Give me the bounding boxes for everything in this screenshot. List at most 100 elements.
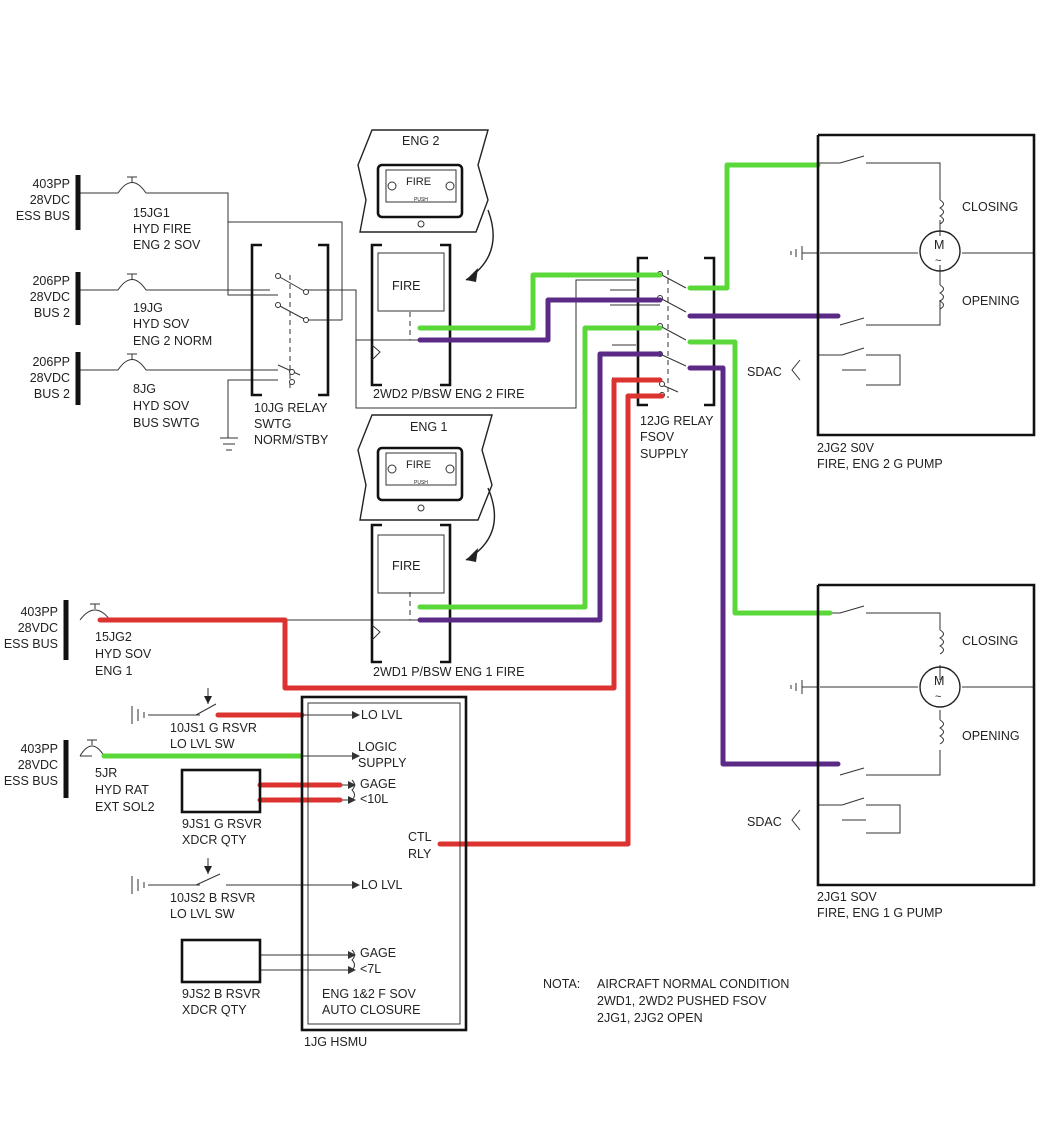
svg-text:SUPPLY: SUPPLY	[640, 447, 689, 461]
svg-text:EXT SOL2: EXT SOL2	[95, 800, 155, 814]
wire-red-2	[437, 393, 665, 847]
svg-text:FIRE: FIRE	[406, 176, 431, 188]
svg-text:1JG HSMU: 1JG HSMU	[304, 1035, 367, 1049]
svg-text:15JG2: 15JG2	[95, 630, 132, 644]
svg-text:28VDC: 28VDC	[30, 193, 70, 207]
svg-text:NOTA:: NOTA:	[543, 977, 580, 991]
svg-text:HYD SOV: HYD SOV	[133, 317, 190, 331]
svg-text:28VDC: 28VDC	[30, 371, 70, 385]
xdcr-9js2: 9JS2 B RSVR XDCR QTY	[180, 938, 262, 1017]
svg-text:19JG: 19JG	[133, 301, 163, 315]
svg-text:PUSH: PUSH	[414, 480, 428, 486]
bus-403pp-ess-3: 403PP 28VDC ESS BUS	[4, 742, 58, 788]
svg-text:<10L: <10L	[360, 792, 388, 806]
colored-wires	[97, 162, 841, 847]
lo-level-switch-2: 10JS2 B RSVR LO LVL SW	[131, 858, 255, 921]
svg-text:28VDC: 28VDC	[30, 290, 70, 304]
relay-10jg: 10JG RELAY SWTG NORM/STBY	[250, 243, 330, 447]
svg-text:403PP: 403PP	[32, 177, 70, 191]
svg-text:LO LVL: LO LVL	[361, 708, 403, 722]
hsmu-unit: LO LVL LOGIC SUPPLY GAGE <10L CTL RLY LO…	[300, 695, 468, 1049]
svg-text:SDAC: SDAC	[747, 365, 782, 379]
svg-text:ENG 1&2 F SOV: ENG 1&2 F SOV	[322, 987, 416, 1001]
eng1-fire-button[interactable]: FIRE	[370, 523, 452, 664]
wire-purple-1	[417, 297, 663, 343]
svg-text:BUS SWTG: BUS SWTG	[133, 416, 200, 430]
xdcr-9js1: 9JS1 G RSVR XDCR QTY	[180, 768, 262, 847]
svg-text:2WD1, 2WD2 PUSHED FSOV: 2WD1, 2WD2 PUSHED FSOV	[597, 994, 767, 1008]
svg-text:FIRE: FIRE	[392, 279, 420, 293]
svg-text:XDCR QTY: XDCR QTY	[182, 1003, 247, 1017]
svg-text:28VDC: 28VDC	[18, 758, 58, 772]
svg-text:LO LVL: LO LVL	[361, 878, 403, 892]
svg-text:403PP: 403PP	[20, 605, 58, 619]
svg-text:2JG1, 2JG2 OPEN: 2JG1, 2JG2 OPEN	[597, 1011, 703, 1025]
svg-text:LOGIC: LOGIC	[358, 740, 397, 754]
bus-206pp-bus2-b: 206PP 28VDC BUS 2	[30, 355, 70, 401]
breaker-15jg2: 15JG2 HYD SOV ENG 1	[95, 630, 152, 678]
svg-text:206PP: 206PP	[32, 274, 70, 288]
svg-text:206PP: 206PP	[32, 355, 70, 369]
eng2-fire-guard: ENG 2 FIRE PUSH	[357, 129, 494, 282]
svg-text:OPENING: OPENING	[962, 729, 1020, 743]
svg-text:SDAC: SDAC	[747, 815, 782, 829]
svg-text:~: ~	[935, 255, 941, 267]
svg-text:HYD FIRE: HYD FIRE	[133, 222, 191, 236]
eng1-button-caption: 2WD1 P/BSW ENG 1 FIRE	[373, 665, 524, 679]
svg-text:10JG RELAY: 10JG RELAY	[254, 401, 328, 415]
svg-text:CLOSING: CLOSING	[962, 634, 1018, 648]
svg-text:RLY: RLY	[408, 847, 432, 861]
svg-text:ENG 1: ENG 1	[410, 420, 448, 434]
svg-text:2JG2 S0V: 2JG2 S0V	[817, 441, 875, 455]
wire-green-4	[687, 339, 833, 616]
svg-text:BUS 2: BUS 2	[34, 387, 70, 401]
svg-text:ESS BUS: ESS BUS	[4, 637, 58, 651]
svg-text:9JS1 G RSVR: 9JS1 G RSVR	[182, 817, 262, 831]
svg-text:8JG: 8JG	[133, 382, 156, 396]
svg-text:HYD SOV: HYD SOV	[95, 647, 152, 661]
diagram-note: NOTA: AIRCRAFT NORMAL CONDITION 2WD1, 2W…	[543, 977, 789, 1025]
svg-text:SUPPLY: SUPPLY	[358, 756, 407, 770]
svg-text:FSOV: FSOV	[640, 430, 675, 444]
svg-text:2JG1 SOV: 2JG1 SOV	[817, 890, 877, 904]
wire-green-3	[687, 162, 821, 291]
thin-wiring	[80, 162, 1034, 971]
breaker-19jg: 19JG HYD SOV ENG 2 NORM	[133, 301, 212, 348]
svg-text:28VDC: 28VDC	[18, 621, 58, 635]
svg-text:PUSH: PUSH	[414, 197, 428, 203]
svg-text:M: M	[934, 238, 944, 252]
svg-text:AUTO CLOSURE: AUTO CLOSURE	[322, 1003, 420, 1017]
wire-green-2	[417, 325, 663, 610]
eng2-fire-button[interactable]: FIRE	[370, 243, 452, 387]
breaker-symbols	[79, 176, 147, 757]
svg-text:ESS BUS: ESS BUS	[4, 774, 58, 788]
breaker-5jr: 5JR HYD RAT EXT SOL2	[95, 766, 155, 814]
svg-text:ENG 2 SOV: ENG 2 SOV	[133, 238, 201, 252]
bus-206pp-bus2-a: 206PP 28VDC BUS 2	[30, 274, 70, 320]
lo-level-switch-1: 10JS1 G RSVR LO LVL SW	[131, 688, 257, 751]
svg-text:9JS2 B RSVR: 9JS2 B RSVR	[182, 987, 261, 1001]
svg-text:M: M	[934, 674, 944, 688]
svg-text:GAGE: GAGE	[360, 777, 396, 791]
relay-12jg: 12JG RELAY FSOV SUPPLY	[636, 256, 716, 461]
svg-text:FIRE, ENG 1 G PUMP: FIRE, ENG 1 G PUMP	[817, 906, 943, 920]
wire-purple-2	[417, 351, 663, 623]
svg-text:AIRCRAFT NORMAL CONDITION: AIRCRAFT NORMAL CONDITION	[597, 977, 789, 991]
svg-text:15JG1: 15JG1	[133, 206, 170, 220]
svg-text:ENG 1: ENG 1	[95, 664, 133, 678]
wire-purple-4	[687, 365, 841, 767]
svg-text:HYD SOV: HYD SOV	[133, 399, 190, 413]
valve-2jg2: M ~ CLOSING OPENING SDAC 2JG2 S0V FIRE, …	[747, 133, 1036, 471]
svg-text:~: ~	[935, 691, 941, 703]
svg-text:FIRE: FIRE	[392, 559, 420, 573]
wire-red-1	[97, 377, 663, 691]
svg-text:XDCR QTY: XDCR QTY	[182, 833, 247, 847]
bus-bars	[63, 175, 81, 798]
svg-text:NORM/STBY: NORM/STBY	[254, 433, 329, 447]
svg-text:CLOSING: CLOSING	[962, 200, 1018, 214]
svg-text:GAGE: GAGE	[360, 946, 396, 960]
svg-text:CTL: CTL	[408, 830, 432, 844]
svg-text:OPENING: OPENING	[962, 294, 1020, 308]
svg-text:SWTG: SWTG	[254, 417, 292, 431]
